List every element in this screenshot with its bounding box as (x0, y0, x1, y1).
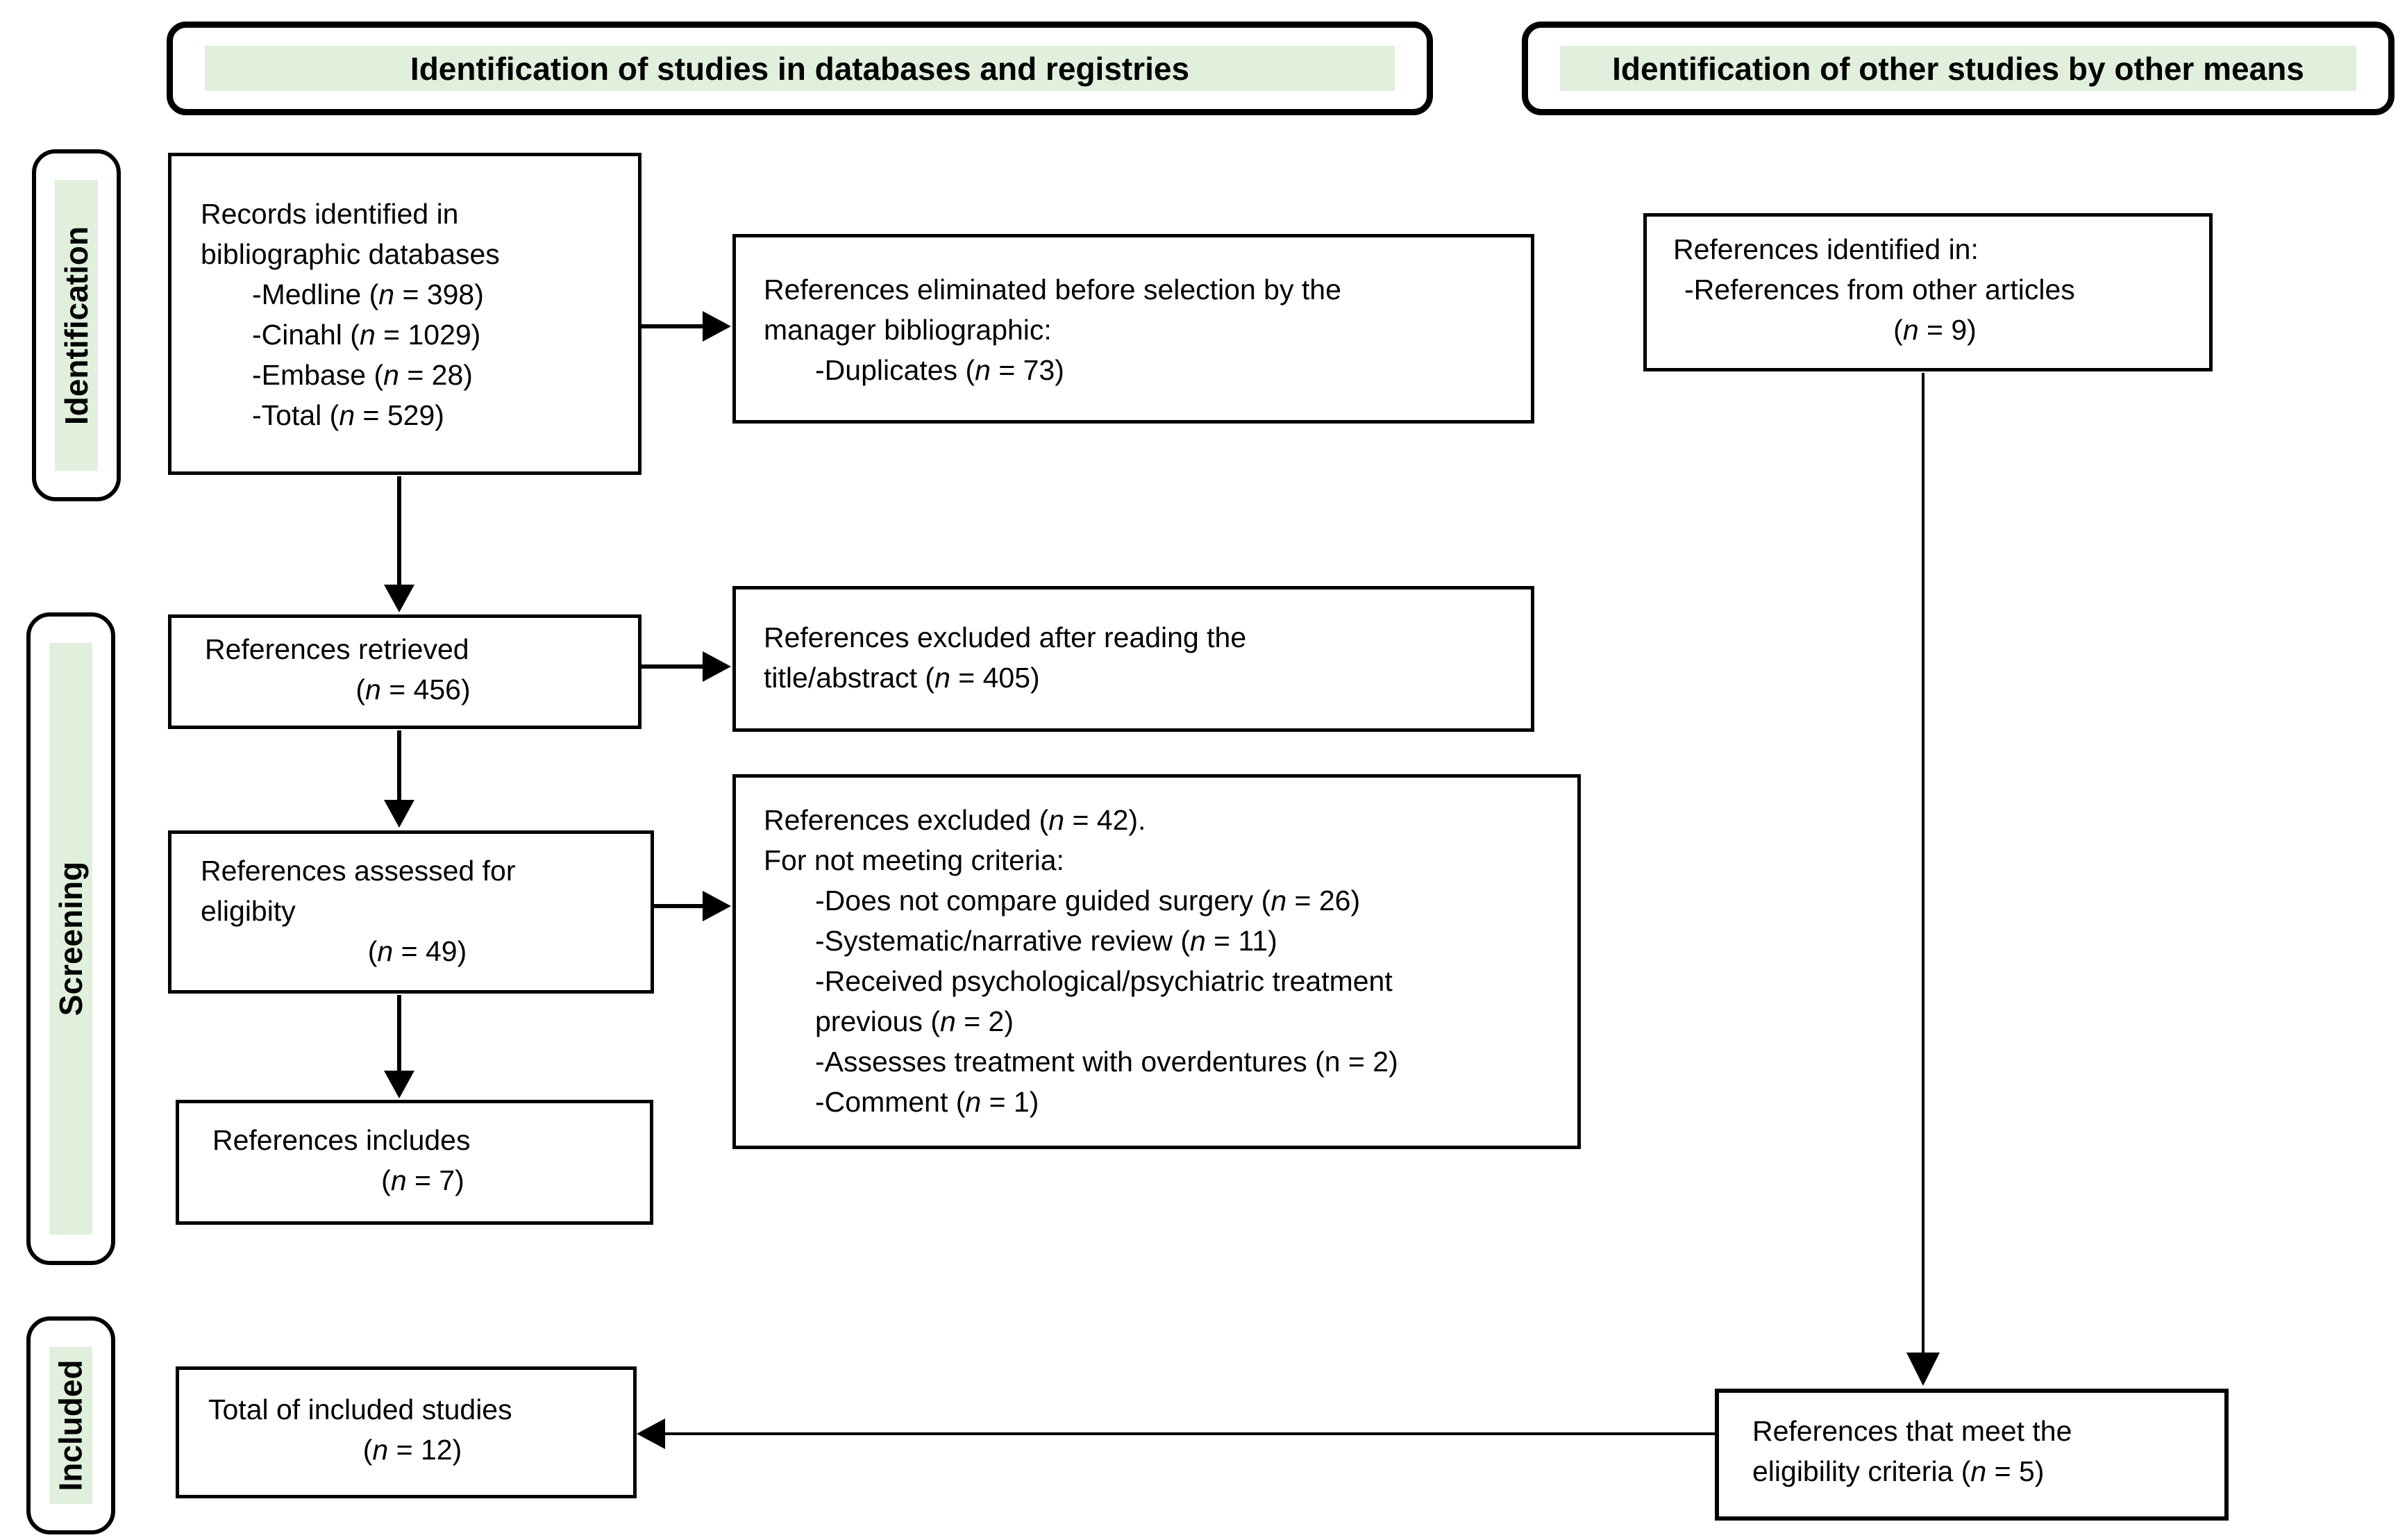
stage-highlight-band (49, 1347, 92, 1504)
arrow-meet-criteria-to-total-included (637, 1418, 1715, 1449)
text-line: References eliminated before selection b… (764, 274, 1341, 306)
box-excluded-title-abstract: References excluded after reading the ti… (732, 586, 1534, 732)
arrow-retrieved-to-assessed (384, 730, 414, 828)
header-other-means-title: Identification of other studies by other… (1612, 50, 2304, 87)
arrow-other-identified-to-meet-criteria (1906, 373, 1940, 1386)
text-line: (n = 12) (362, 1434, 462, 1466)
text-line: -Medline (n = 398) (252, 278, 484, 310)
arrow-retrieved-to-excluded (641, 651, 731, 682)
text-line: bibliographic databases (201, 238, 500, 270)
stage-highlight-band (49, 643, 92, 1234)
text-line: -Duplicates (n = 73) (815, 354, 1064, 386)
stage-label-screening: Screening (26, 612, 115, 1265)
box-references-retrieved: References retrieved (n = 456) (168, 614, 641, 729)
text-line: References retrieved (205, 633, 469, 665)
text-line: (n = 49) (367, 935, 467, 967)
arrow-assessed-to-includes (384, 995, 414, 1098)
text-line: (n = 7) (381, 1164, 464, 1196)
text-line: previous (n = 2) (815, 1005, 1014, 1037)
text-line: References assessed for (201, 855, 516, 887)
text-line: -Total (n = 529) (252, 399, 444, 431)
text-line: (n = 9) (1893, 314, 1977, 346)
text-line: title/abstract (n = 405) (764, 662, 1040, 694)
text-line: manager bibliographic: (764, 314, 1052, 346)
text-line: -Cinahl (n = 1029) (252, 319, 481, 351)
text-line: -Does not compare guided surgery (n = 26… (815, 885, 1361, 917)
box-excluded-criteria: References excluded (n = 42). For not me… (732, 774, 1581, 1149)
text-line: References excluded (n = 42). (764, 804, 1146, 836)
text-line: References that meet the (1752, 1415, 2072, 1447)
text-line: References includes (212, 1124, 471, 1156)
text-line: References excluded after reading the (764, 621, 1247, 653)
header-other-means: Identification of other studies by other… (1522, 22, 2395, 115)
box-other-references-identified: References identified in: -References fr… (1643, 213, 2213, 371)
arrow-records-to-retrieved (384, 476, 414, 612)
text-line: -Comment (n = 1) (815, 1086, 1039, 1118)
text-line: (n = 456) (355, 673, 471, 705)
text-line: -Assesses treatment with overdentures (n… (815, 1046, 1398, 1078)
arrow-records-to-eliminated (641, 311, 731, 342)
box-references-includes: References includes (n = 7) (176, 1100, 653, 1225)
header-highlight-band: Identification of studies in databases a… (205, 46, 1395, 91)
box-records-identified: Records identified in bibliographic data… (168, 153, 641, 475)
stage-label-included: Included (26, 1316, 115, 1534)
text-line: Total of included studies (208, 1393, 512, 1425)
header-highlight-band: Identification of other studies by other… (1560, 46, 2356, 91)
text-line: Records identified in (201, 198, 459, 230)
text-line: -Received psychological/psychiatric trea… (815, 965, 1393, 997)
text-line: eligibility criteria (n = 5) (1752, 1455, 2045, 1487)
box-eliminated-before-selection: References eliminated before selection b… (732, 234, 1534, 424)
text-line: References identified in: (1673, 233, 1979, 265)
header-databases-registries: Identification of studies in databases a… (167, 22, 1433, 115)
text-line: -Systematic/narrative review (n = 11) (815, 925, 1277, 957)
stage-highlight-band (55, 180, 98, 471)
text-line: -References from other articles (1684, 274, 2075, 306)
header-databases-title: Identification of studies in databases a… (410, 50, 1190, 87)
box-total-included-studies: Total of included studies (n = 12) (176, 1366, 637, 1498)
text-line: -Embase (n = 28) (252, 359, 473, 391)
text-line: eligibity (201, 895, 296, 927)
text-line: For not meeting criteria: (764, 844, 1064, 876)
stage-label-identification: Identification (32, 149, 121, 501)
arrow-assessed-to-excluded-criteria (654, 891, 731, 921)
box-assessed-eligibility: References assessed for eligibity (n = 4… (168, 830, 654, 994)
box-meet-eligibility-criteria: References that meet the eligibility cri… (1715, 1389, 2229, 1521)
